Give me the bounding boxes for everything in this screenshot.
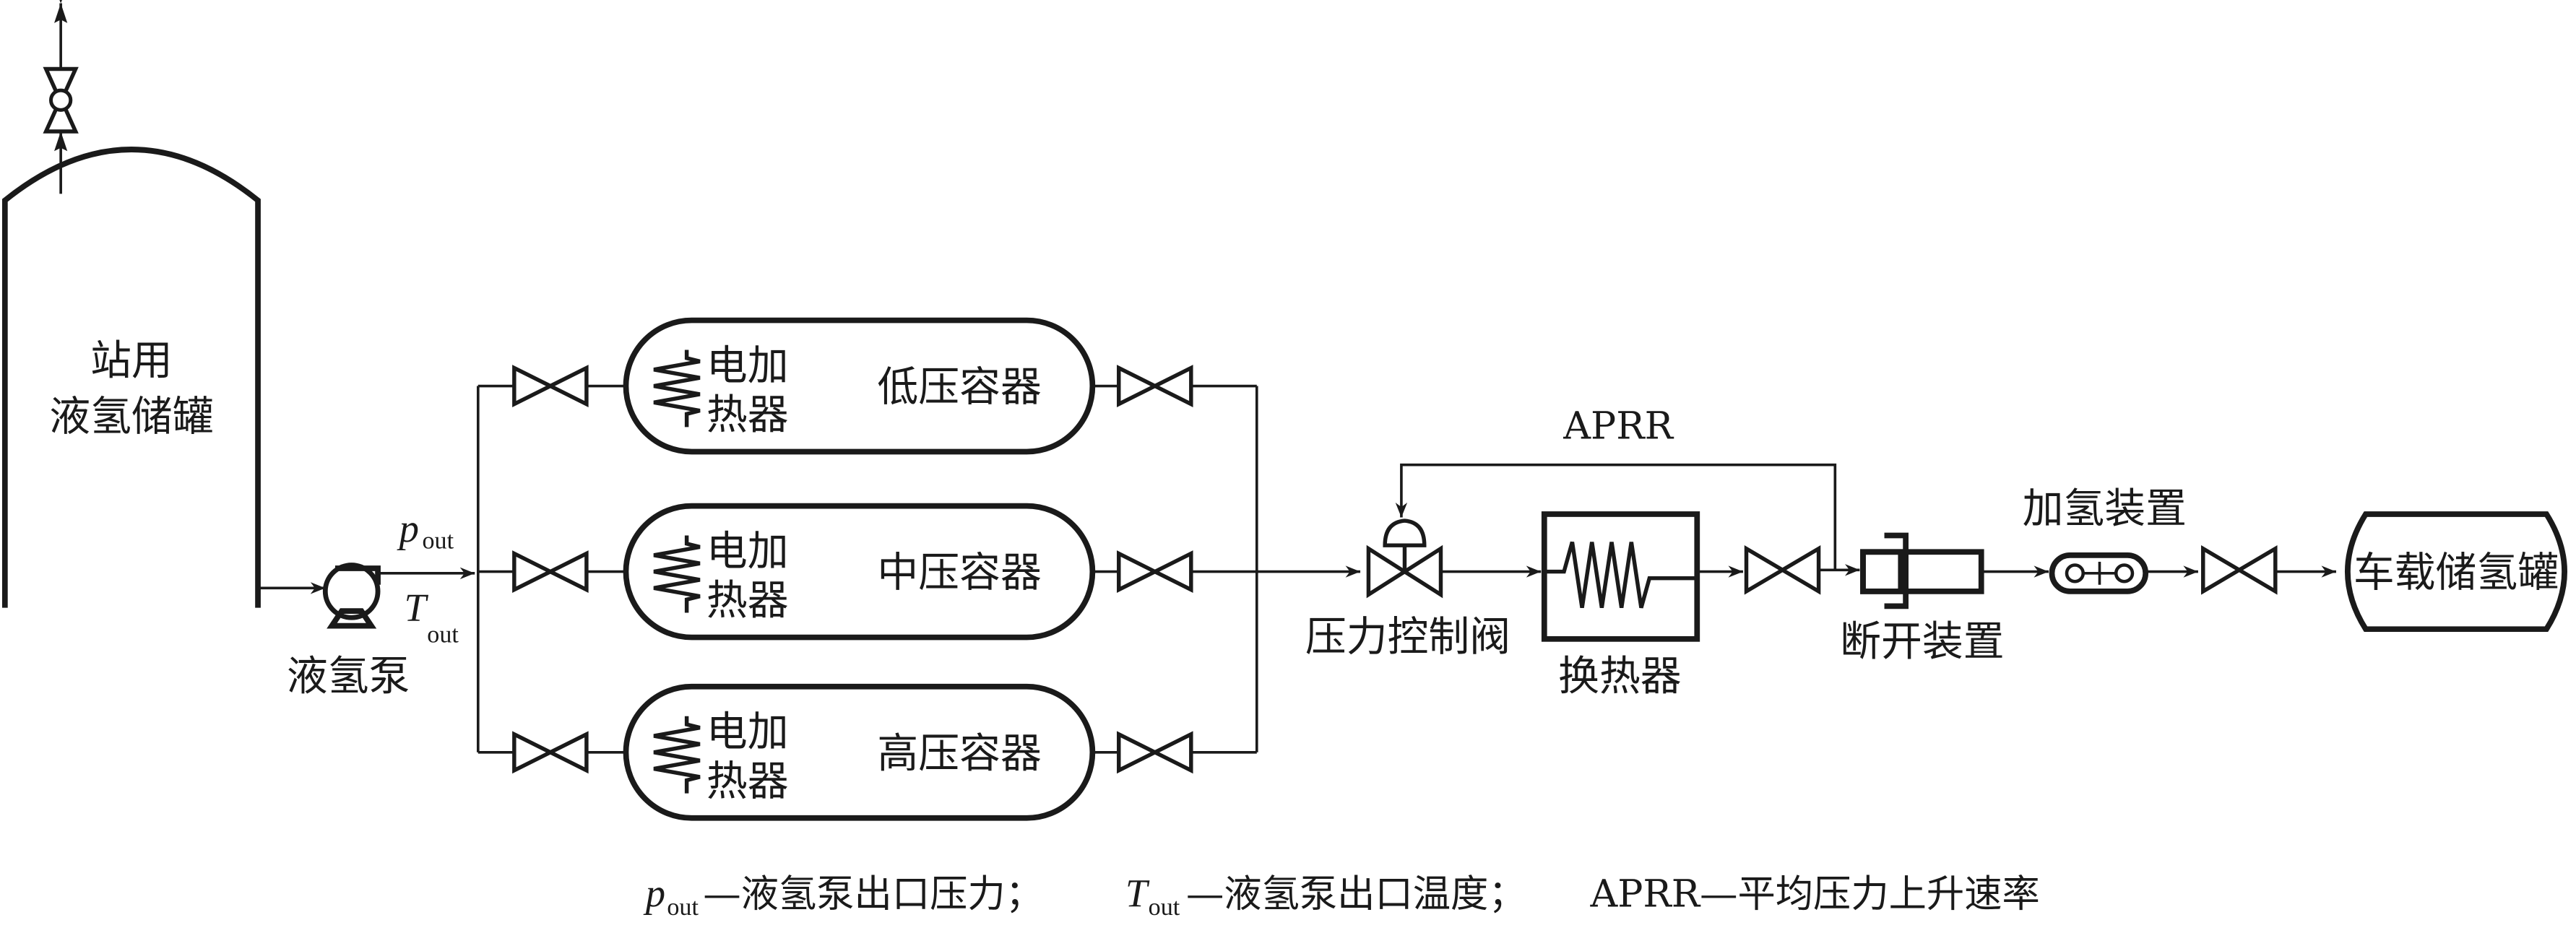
- caption-t-definition: —液氢泵出口温度；: [1186, 872, 1526, 916]
- inlet-valve-icon[interactable]: [512, 550, 589, 594]
- svg-text:T: T: [404, 586, 428, 630]
- pump-label: 液氢泵: [287, 652, 410, 700]
- caption-p-definition: —液氢泵出口压力；: [703, 872, 1043, 916]
- station-tank-label-line2: 液氢储罐: [49, 393, 213, 441]
- vessel-label: 高压容器: [877, 729, 1041, 777]
- pump-icon: [322, 563, 381, 629]
- figure-caption: p out —液氢泵出口压力； T out —液氢泵出口温度； APRR—平均压…: [643, 872, 2040, 921]
- heater-label-line1: 电加: [706, 342, 789, 389]
- pump-outlet-temperature-label: T out: [404, 586, 459, 648]
- pump-outlet-pressure-label: p out: [397, 507, 454, 555]
- electric-heater-icon: [653, 350, 701, 428]
- vehicle-inlet-valve-icon[interactable]: [2201, 544, 2278, 595]
- heat-exchanger-icon: [1541, 511, 1700, 642]
- outlet-valve-icon[interactable]: [1117, 365, 1193, 407]
- svg-text:p: p: [397, 507, 419, 551]
- breakaway-device-icon: [1860, 532, 1984, 609]
- gate-valve-icon[interactable]: [1744, 544, 1821, 595]
- aprr-feedback-line: [1395, 463, 1837, 570]
- refueling-nozzle-icon: [2049, 552, 2149, 594]
- station-tank-label-line1: 站用: [90, 337, 173, 385]
- station-storage-tank: 站用 液氢储罐: [1, 147, 261, 608]
- inlet-valve-icon[interactable]: [512, 731, 589, 774]
- heater-label-line2: 热器: [706, 758, 789, 805]
- vehicle-tank-label: 车载储氢罐: [2354, 549, 2559, 596]
- vehicle-storage-tank: 车载储氢罐: [2345, 511, 2567, 633]
- svg-text:out: out: [427, 621, 459, 648]
- caption-aprr-definition: APRR—平均压力上升速率: [1589, 872, 2039, 916]
- heater-label-line2: 热器: [706, 391, 789, 439]
- vessel-label: 中压容器: [877, 549, 1041, 596]
- outlet-valve-icon[interactable]: [1117, 731, 1193, 774]
- aprr-label: APRR: [1563, 404, 1674, 448]
- relief-valve-icon: [43, 66, 79, 134]
- heat-exchanger-label: 换热器: [1558, 652, 1682, 700]
- electric-heater-icon: [653, 716, 701, 794]
- caption-t-subscript: out: [1149, 894, 1180, 921]
- electric-heater-icon: [653, 535, 701, 613]
- caption-p-symbol: p: [643, 872, 665, 916]
- breakaway-device-label: 断开装置: [1840, 618, 2004, 666]
- refueling-nozzle-label: 加氢装置: [2023, 485, 2187, 532]
- heater-label-line1: 电加: [706, 527, 789, 575]
- heater-label-line2: 热器: [706, 577, 789, 625]
- inlet-valve-icon[interactable]: [512, 365, 589, 407]
- heater-label-line1: 电加: [706, 708, 789, 756]
- outlet-valve-icon[interactable]: [1117, 550, 1193, 594]
- vessel-label: 低压容器: [877, 363, 1041, 411]
- svg-text:out: out: [422, 528, 454, 555]
- caption-t-symbol: T: [1125, 872, 1150, 916]
- caption-p-subscript: out: [667, 894, 699, 921]
- pressure-control-valve-icon[interactable]: [1366, 518, 1443, 599]
- pressure-control-valve-label: 压力控制阀: [1305, 613, 1510, 661]
